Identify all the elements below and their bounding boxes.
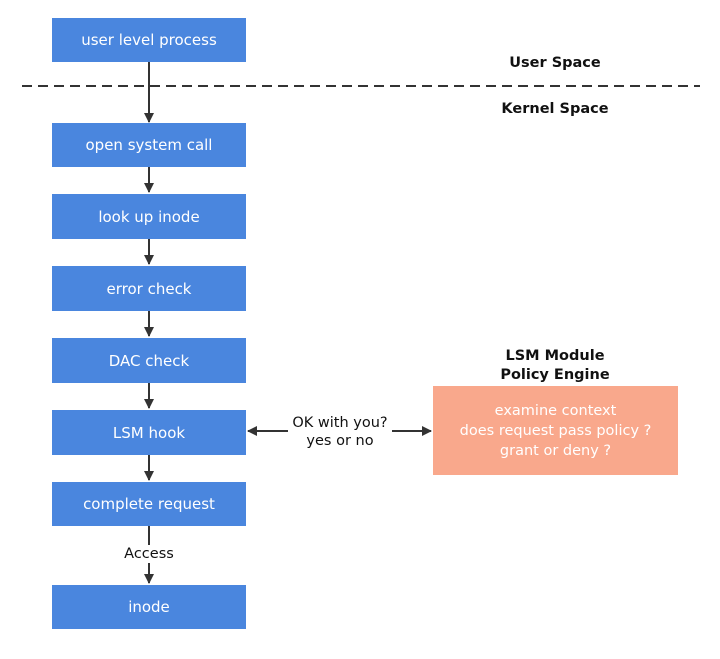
- step-lsm-hook: LSM hook: [52, 410, 246, 455]
- lsm-query-line-2: yes or no: [306, 433, 374, 449]
- step-inode: inode: [52, 585, 246, 629]
- step-look-up-inode: look up inode: [52, 194, 246, 239]
- policy-engine-line-3: grant or deny ?: [499, 442, 612, 459]
- step-dac-check: DAC check: [52, 338, 246, 383]
- step-user-level-process: user level process: [52, 18, 246, 62]
- lsm-module-title-line-1: LSM Module: [505, 348, 605, 364]
- step-error-check: error check: [52, 266, 246, 311]
- lsm-query-line-1: OK with you?: [292, 415, 388, 431]
- user-space-label: User Space: [509, 55, 601, 71]
- step-complete-request: complete request: [52, 482, 246, 526]
- step-open-system-call: open system call: [52, 123, 246, 167]
- lsm-module-title-line-2: Policy Engine: [500, 367, 610, 383]
- policy-engine-box: examine context does request pass policy…: [433, 386, 678, 475]
- policy-engine-line-2: does request pass policy ?: [459, 422, 652, 439]
- kernel-space-label: Kernel Space: [501, 101, 609, 117]
- lsm-query-label: OK with you? yes or no: [288, 414, 392, 450]
- access-label: Access: [117, 545, 181, 563]
- lsm-module-title: LSM Module Policy Engine: [470, 347, 640, 385]
- policy-engine-line-1: examine context: [494, 402, 617, 419]
